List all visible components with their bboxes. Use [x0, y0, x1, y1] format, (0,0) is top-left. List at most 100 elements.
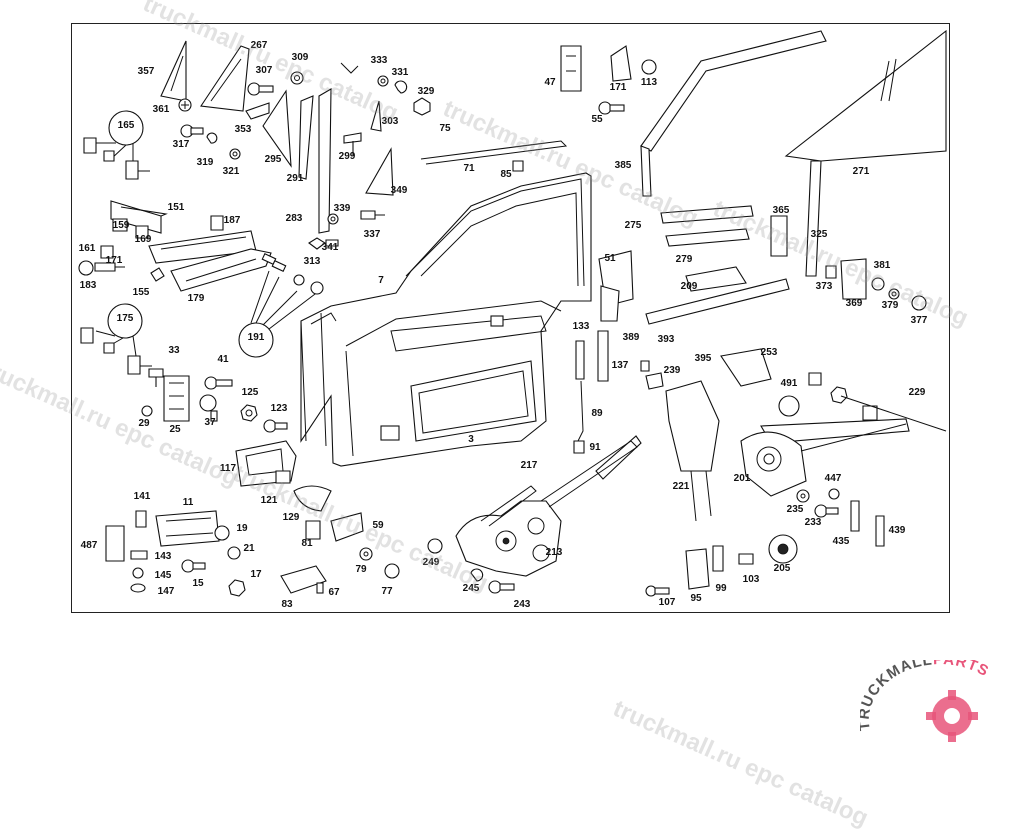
part-callout-331: 331 [392, 67, 409, 78]
part-callout-349: 349 [391, 185, 408, 196]
part-callout-275: 275 [625, 220, 642, 231]
part-callout-123: 123 [271, 403, 288, 414]
part-callout-67: 67 [328, 587, 340, 598]
part-callout-201: 201 [734, 473, 751, 484]
part-callout-99: 99 [715, 583, 727, 594]
part-callout-29: 29 [138, 418, 150, 429]
part-callout-19: 19 [236, 523, 248, 534]
part-callout-267: 267 [251, 40, 268, 51]
part-callout-291: 291 [287, 173, 304, 184]
part-callout-55: 55 [591, 114, 603, 125]
part-callout-95: 95 [690, 593, 702, 604]
part-callout-209: 209 [681, 281, 698, 292]
part-callout-107: 107 [659, 597, 676, 608]
part-callout-307: 307 [256, 65, 273, 76]
part-callout-213: 213 [546, 547, 563, 558]
part-callout-321: 321 [223, 166, 240, 177]
part-callout-179: 179 [188, 293, 205, 304]
part-callout-47: 47 [544, 77, 556, 88]
part-callout-159: 159 [113, 220, 130, 231]
part-callout-487: 487 [81, 540, 98, 551]
part-callout-337: 337 [364, 229, 381, 240]
part-callout-7: 7 [378, 275, 384, 286]
exploded-parts-diagram: 3572673073093333313294717111316536130375… [78, 29, 947, 610]
part-callout-357: 357 [138, 66, 155, 77]
part-callout-235: 235 [787, 504, 804, 515]
part-callout-253: 253 [761, 347, 778, 358]
part-callout-91: 91 [589, 442, 601, 453]
part-callout-171: 171 [106, 255, 123, 266]
part-callout-353: 353 [235, 124, 252, 135]
part-callout-17: 17 [250, 569, 262, 580]
watermark-text: truckmall.ru epc catalog [609, 695, 873, 832]
part-callout-77: 77 [381, 586, 393, 597]
part-callout-339: 339 [334, 203, 351, 214]
part-callout-33: 33 [168, 345, 180, 356]
part-callout-175: 175 [117, 313, 134, 324]
part-callout-221: 221 [673, 481, 690, 492]
part-callout-81: 81 [301, 538, 313, 549]
lower-left-parts [105, 368, 400, 597]
part-callout-51: 51 [604, 253, 616, 264]
part-callout-229: 229 [909, 387, 926, 398]
part-callout-25: 25 [169, 424, 181, 435]
part-callout-283: 283 [286, 213, 303, 224]
part-callout-75: 75 [439, 123, 451, 134]
part-callout-435: 435 [833, 536, 850, 547]
part-callout-165: 165 [118, 120, 135, 131]
part-callout-85: 85 [500, 169, 512, 180]
part-callout-141: 141 [134, 491, 151, 502]
part-callout-151: 151 [168, 202, 185, 213]
part-callout-395: 395 [695, 353, 712, 364]
part-callout-245: 245 [463, 583, 480, 594]
part-callout-299: 299 [339, 151, 356, 162]
vent-window-parts [160, 40, 431, 250]
part-callout-393: 393 [658, 334, 675, 345]
regulator-mechanism [427, 440, 638, 594]
part-callout-365: 365 [773, 205, 790, 216]
window-glass-regulator [420, 29, 947, 597]
logo-text-main: TRUCKMALL [860, 660, 934, 732]
part-callout-155: 155 [133, 287, 150, 298]
part-callout-143: 143 [155, 551, 172, 562]
part-callout-11: 11 [183, 497, 194, 508]
part-callout-89: 89 [591, 408, 603, 419]
part-callout-117: 117 [220, 463, 237, 474]
part-callout-249: 249 [423, 557, 440, 568]
part-callout-147: 147 [158, 586, 175, 597]
logo-text-accent: PARTS [933, 660, 992, 680]
part-callout-439: 439 [889, 525, 906, 536]
part-callout-319: 319 [197, 157, 214, 168]
part-callout-303: 303 [382, 116, 399, 127]
part-callout-369: 369 [846, 298, 863, 309]
part-callout-361: 361 [153, 104, 170, 115]
part-callout-233: 233 [805, 517, 822, 528]
part-callout-317: 317 [173, 139, 190, 150]
part-callout-385: 385 [615, 160, 632, 171]
part-callout-295: 295 [265, 154, 282, 165]
part-callout-205: 205 [774, 563, 791, 574]
part-callout-491: 491 [781, 378, 798, 389]
part-callout-121: 121 [261, 495, 278, 506]
part-callout-309: 309 [292, 52, 309, 63]
part-callout-325: 325 [811, 229, 828, 240]
part-callout-239: 239 [664, 365, 681, 376]
part-callout-3: 3 [468, 434, 474, 445]
part-callout-389: 389 [623, 332, 640, 343]
part-callout-37: 37 [204, 417, 216, 428]
handle-lock-parts [78, 110, 324, 375]
part-callout-145: 145 [155, 570, 172, 581]
part-callout-217: 217 [521, 460, 538, 471]
part-callout-15: 15 [192, 578, 204, 589]
part-callout-377: 377 [911, 315, 928, 326]
part-callout-279: 279 [676, 254, 693, 265]
part-callout-137: 137 [612, 360, 629, 371]
part-callout-169: 169 [135, 234, 152, 245]
part-callout-21: 21 [243, 543, 255, 554]
part-callout-243: 243 [514, 599, 531, 610]
part-callout-129: 129 [283, 512, 300, 523]
truckmall-logo: TRUCKMALLPARTS [856, 651, 1020, 750]
part-callout-125: 125 [242, 387, 259, 398]
part-callout-113: 113 [641, 77, 658, 88]
